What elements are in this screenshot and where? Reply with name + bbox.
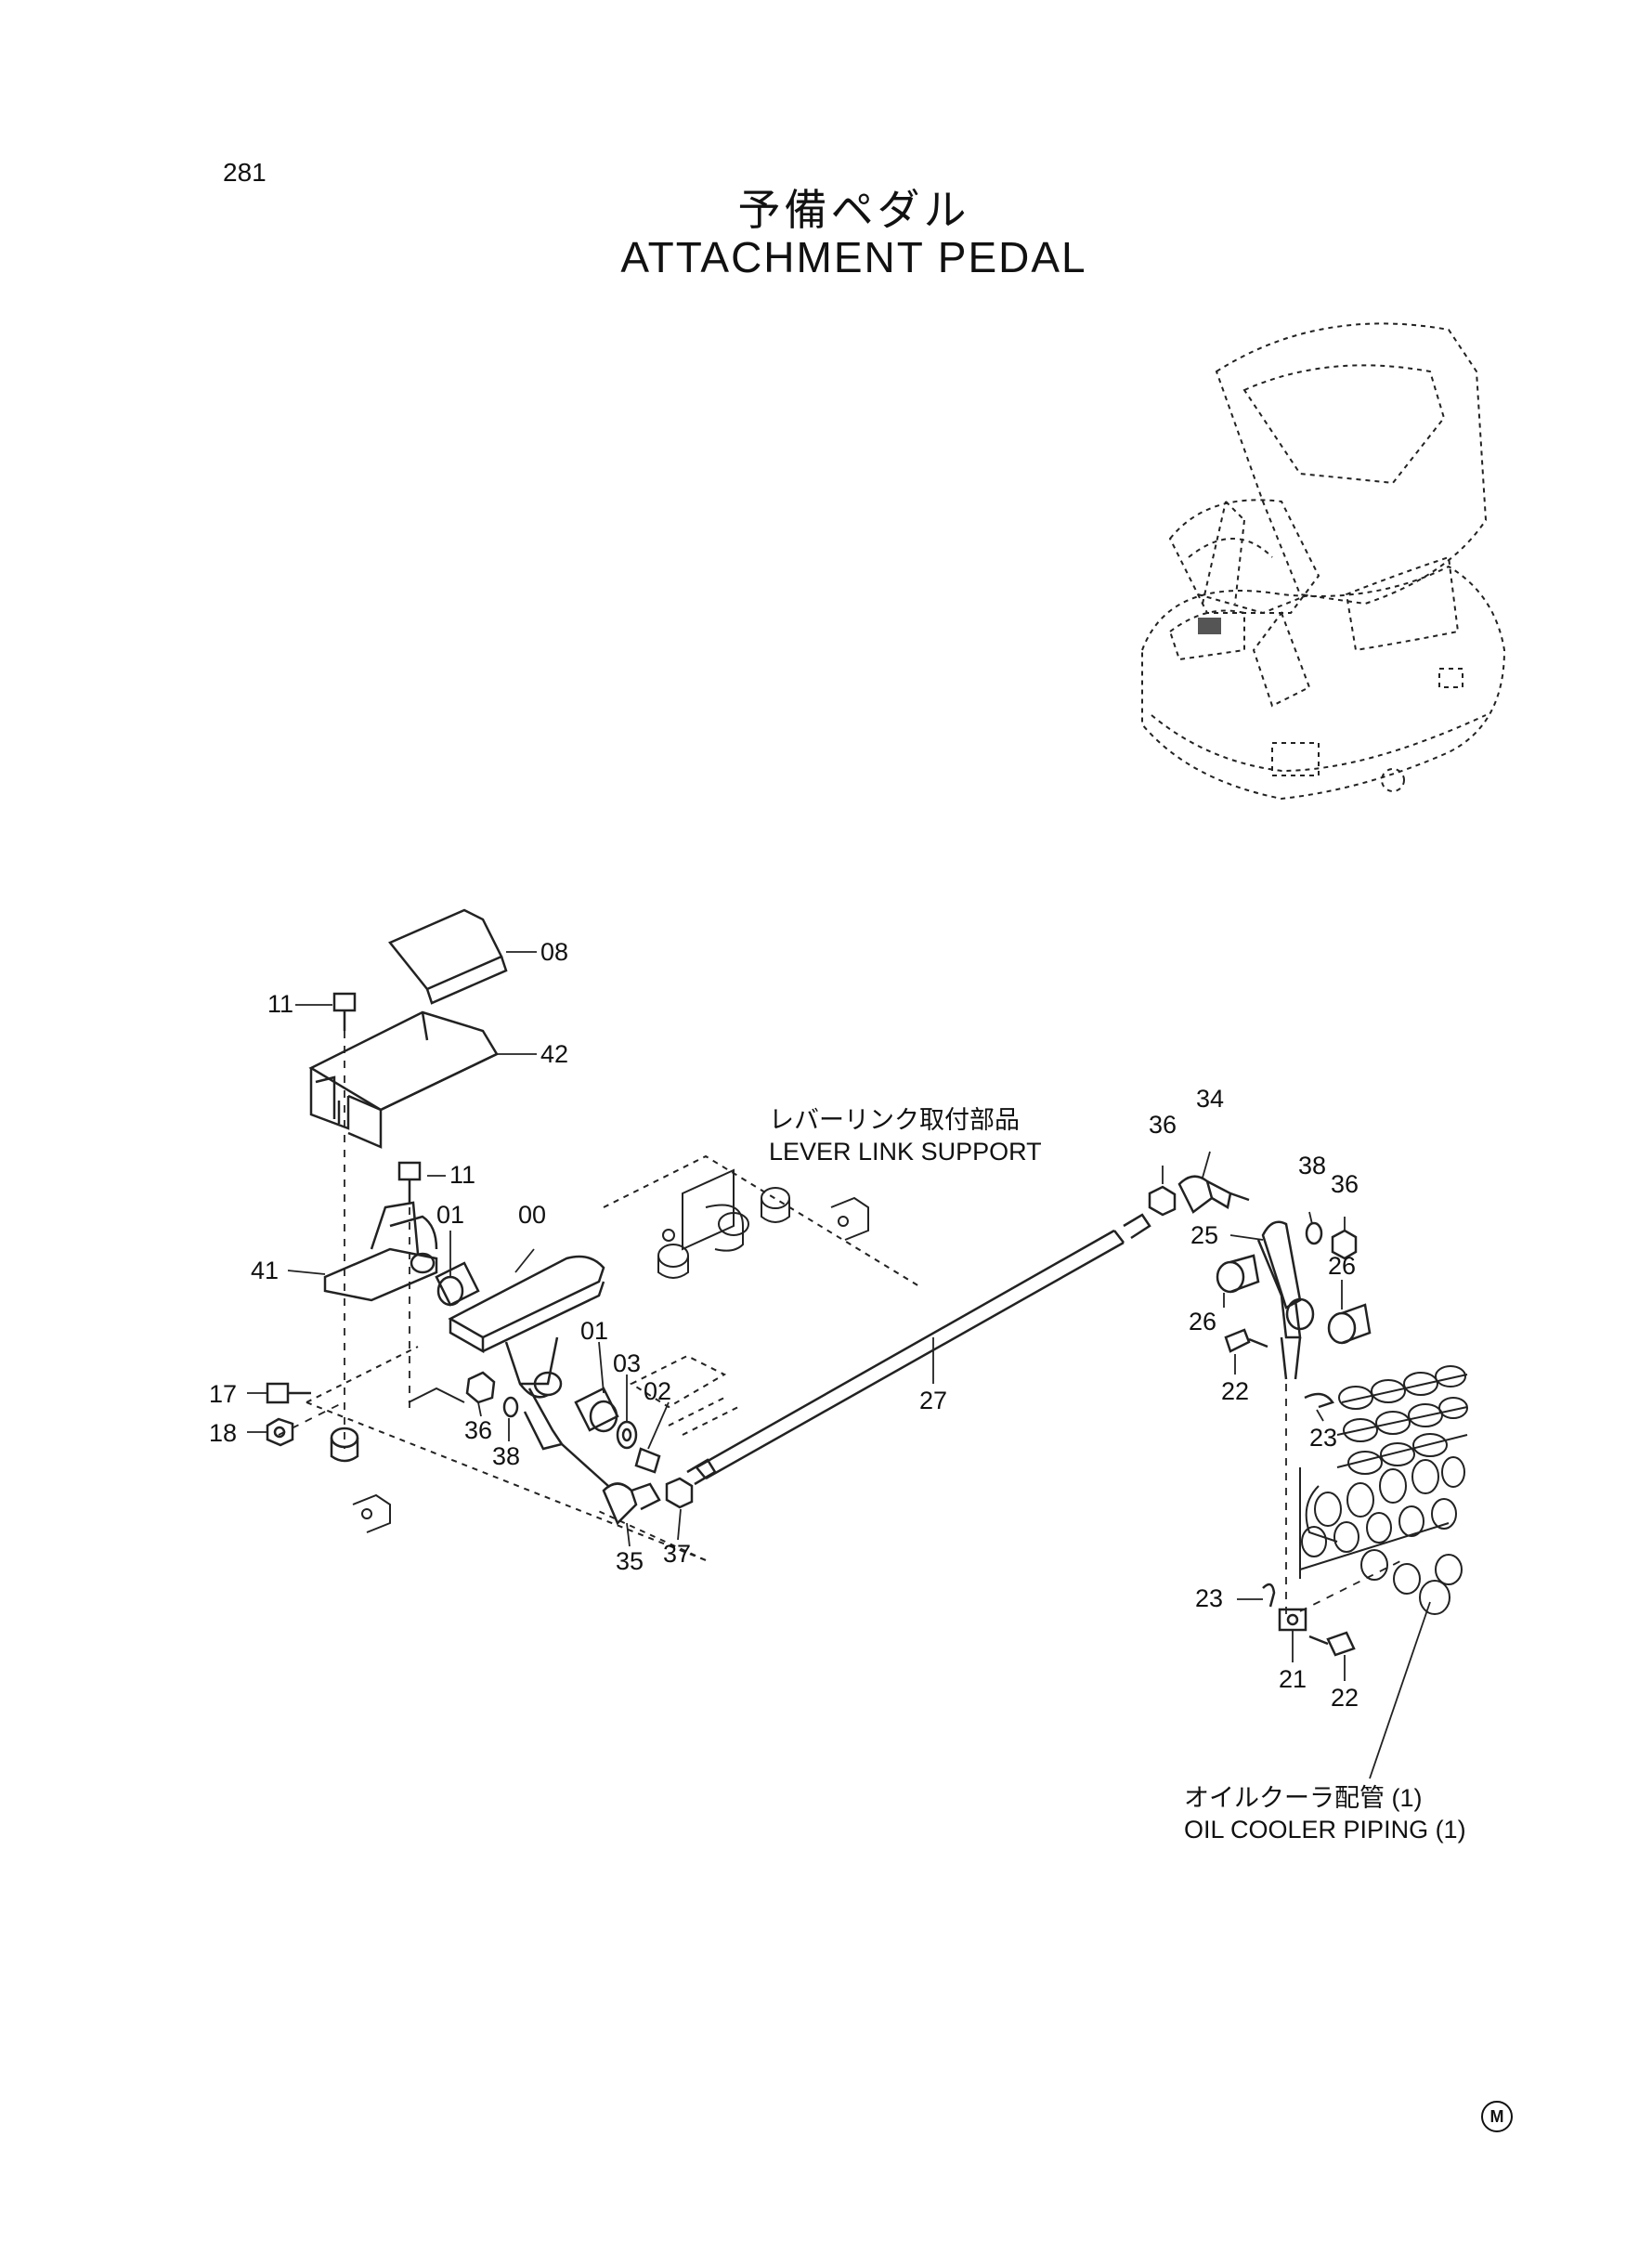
part-label: 21 [1279, 1665, 1307, 1693]
pedal-bracket-42 [308, 1010, 499, 1149]
page-number: 281 [223, 158, 267, 187]
part-label: 36 [1149, 1111, 1177, 1139]
page-title-japanese: 予備ペダル [737, 185, 970, 235]
part-label: 23 [1309, 1424, 1338, 1452]
bushing-01-right [574, 1387, 619, 1433]
page-title-english: ATTACHMENT PEDAL [620, 233, 1087, 281]
part-label: 18 [209, 1419, 238, 1447]
bolt-11-middle [397, 1161, 422, 1203]
oil-cooler-piping-jp: オイルクーラ配管 (1) [1184, 1784, 1423, 1812]
floor-plate [306, 1154, 920, 1561]
part-label: 26 [1328, 1252, 1357, 1280]
lever-25 [1256, 1220, 1315, 1380]
pin-22-upper [1224, 1328, 1268, 1353]
bolt-17 [266, 1382, 311, 1404]
part-label: 01 [436, 1201, 465, 1229]
nut-36-left [465, 1371, 496, 1404]
link-plate-21 [1278, 1608, 1307, 1632]
part-label: 27 [919, 1387, 948, 1414]
floor-plate-brackets [352, 1196, 869, 1533]
nut-37 [665, 1477, 694, 1509]
washer-03 [616, 1420, 638, 1450]
part-label: 02 [644, 1377, 672, 1405]
lever-link-support-en: LEVER LINK SUPPORT [769, 1137, 1042, 1166]
part-label: 38 [492, 1442, 521, 1470]
pin-22-lower [1308, 1631, 1356, 1657]
part-label: 38 [1298, 1152, 1327, 1179]
bushing-26-left [1216, 1254, 1260, 1294]
spacer-collar [330, 1427, 359, 1463]
pedal-cover-08 [388, 908, 508, 1005]
bushing-26-right [1327, 1303, 1372, 1345]
part-label: 37 [663, 1540, 692, 1568]
part-label: 36 [1331, 1170, 1359, 1198]
nut-36-upper [1148, 1185, 1177, 1217]
washer-38-right [1305, 1221, 1323, 1245]
part-label: 22 [1331, 1684, 1359, 1712]
hinge-bracket-41 [323, 1201, 438, 1302]
oil-cooler-piping-caption: オイルクーラ配管 (1) OIL COOLER PIPING (1) [1184, 1783, 1466, 1846]
cotter-pin-23-upper [1304, 1392, 1334, 1409]
excavator-overview-illustration [1141, 322, 1506, 801]
part-label: 01 [580, 1317, 609, 1345]
bushing-01-left [435, 1261, 480, 1307]
circled-m-mark: M [1481, 2101, 1513, 2132]
ball-joint-35 [561, 1443, 661, 1526]
pedal-location-mark [1198, 618, 1221, 634]
part-label: 00 [518, 1201, 547, 1229]
bolt-11-top [332, 992, 357, 1031]
part-label: 42 [540, 1040, 569, 1068]
oil-cooler-piping-en: OIL COOLER PIPING (1) [1184, 1815, 1466, 1844]
washer-38-left [502, 1396, 519, 1418]
lever-link-support-caption: レバーリンク取付部品 LEVER LINK SUPPORT [769, 1105, 1042, 1168]
part-label: 17 [209, 1380, 238, 1408]
part-label: 26 [1189, 1308, 1217, 1335]
part-label: 35 [616, 1547, 644, 1575]
cotter-pin-23-lower [1262, 1583, 1276, 1608]
part-label: 11 [267, 990, 294, 1018]
part-label: 36 [464, 1416, 493, 1444]
part-label: 11 [449, 1161, 476, 1189]
rod-27 [686, 1213, 1151, 1486]
nut-18 [266, 1417, 294, 1447]
part-label: 03 [613, 1349, 642, 1377]
part-label: 23 [1195, 1584, 1224, 1612]
part-label: 41 [251, 1257, 280, 1284]
part-label: 22 [1221, 1377, 1250, 1405]
part-label: 25 [1190, 1221, 1219, 1249]
part-label: 08 [540, 938, 569, 966]
control-valve-block [1299, 1365, 1468, 1615]
leader-lines [247, 951, 1431, 1779]
ball-joint-34 [1177, 1175, 1250, 1214]
valve-axis-lines [1285, 1384, 1403, 1616]
lever-link-support-jp: レバーリンク取付部品 [769, 1106, 1020, 1134]
part-label: 34 [1196, 1085, 1225, 1113]
lever-link-support-parts [657, 1168, 790, 1279]
bolt-02 [634, 1447, 661, 1474]
assembly-axis-lines [278, 1031, 410, 1449]
